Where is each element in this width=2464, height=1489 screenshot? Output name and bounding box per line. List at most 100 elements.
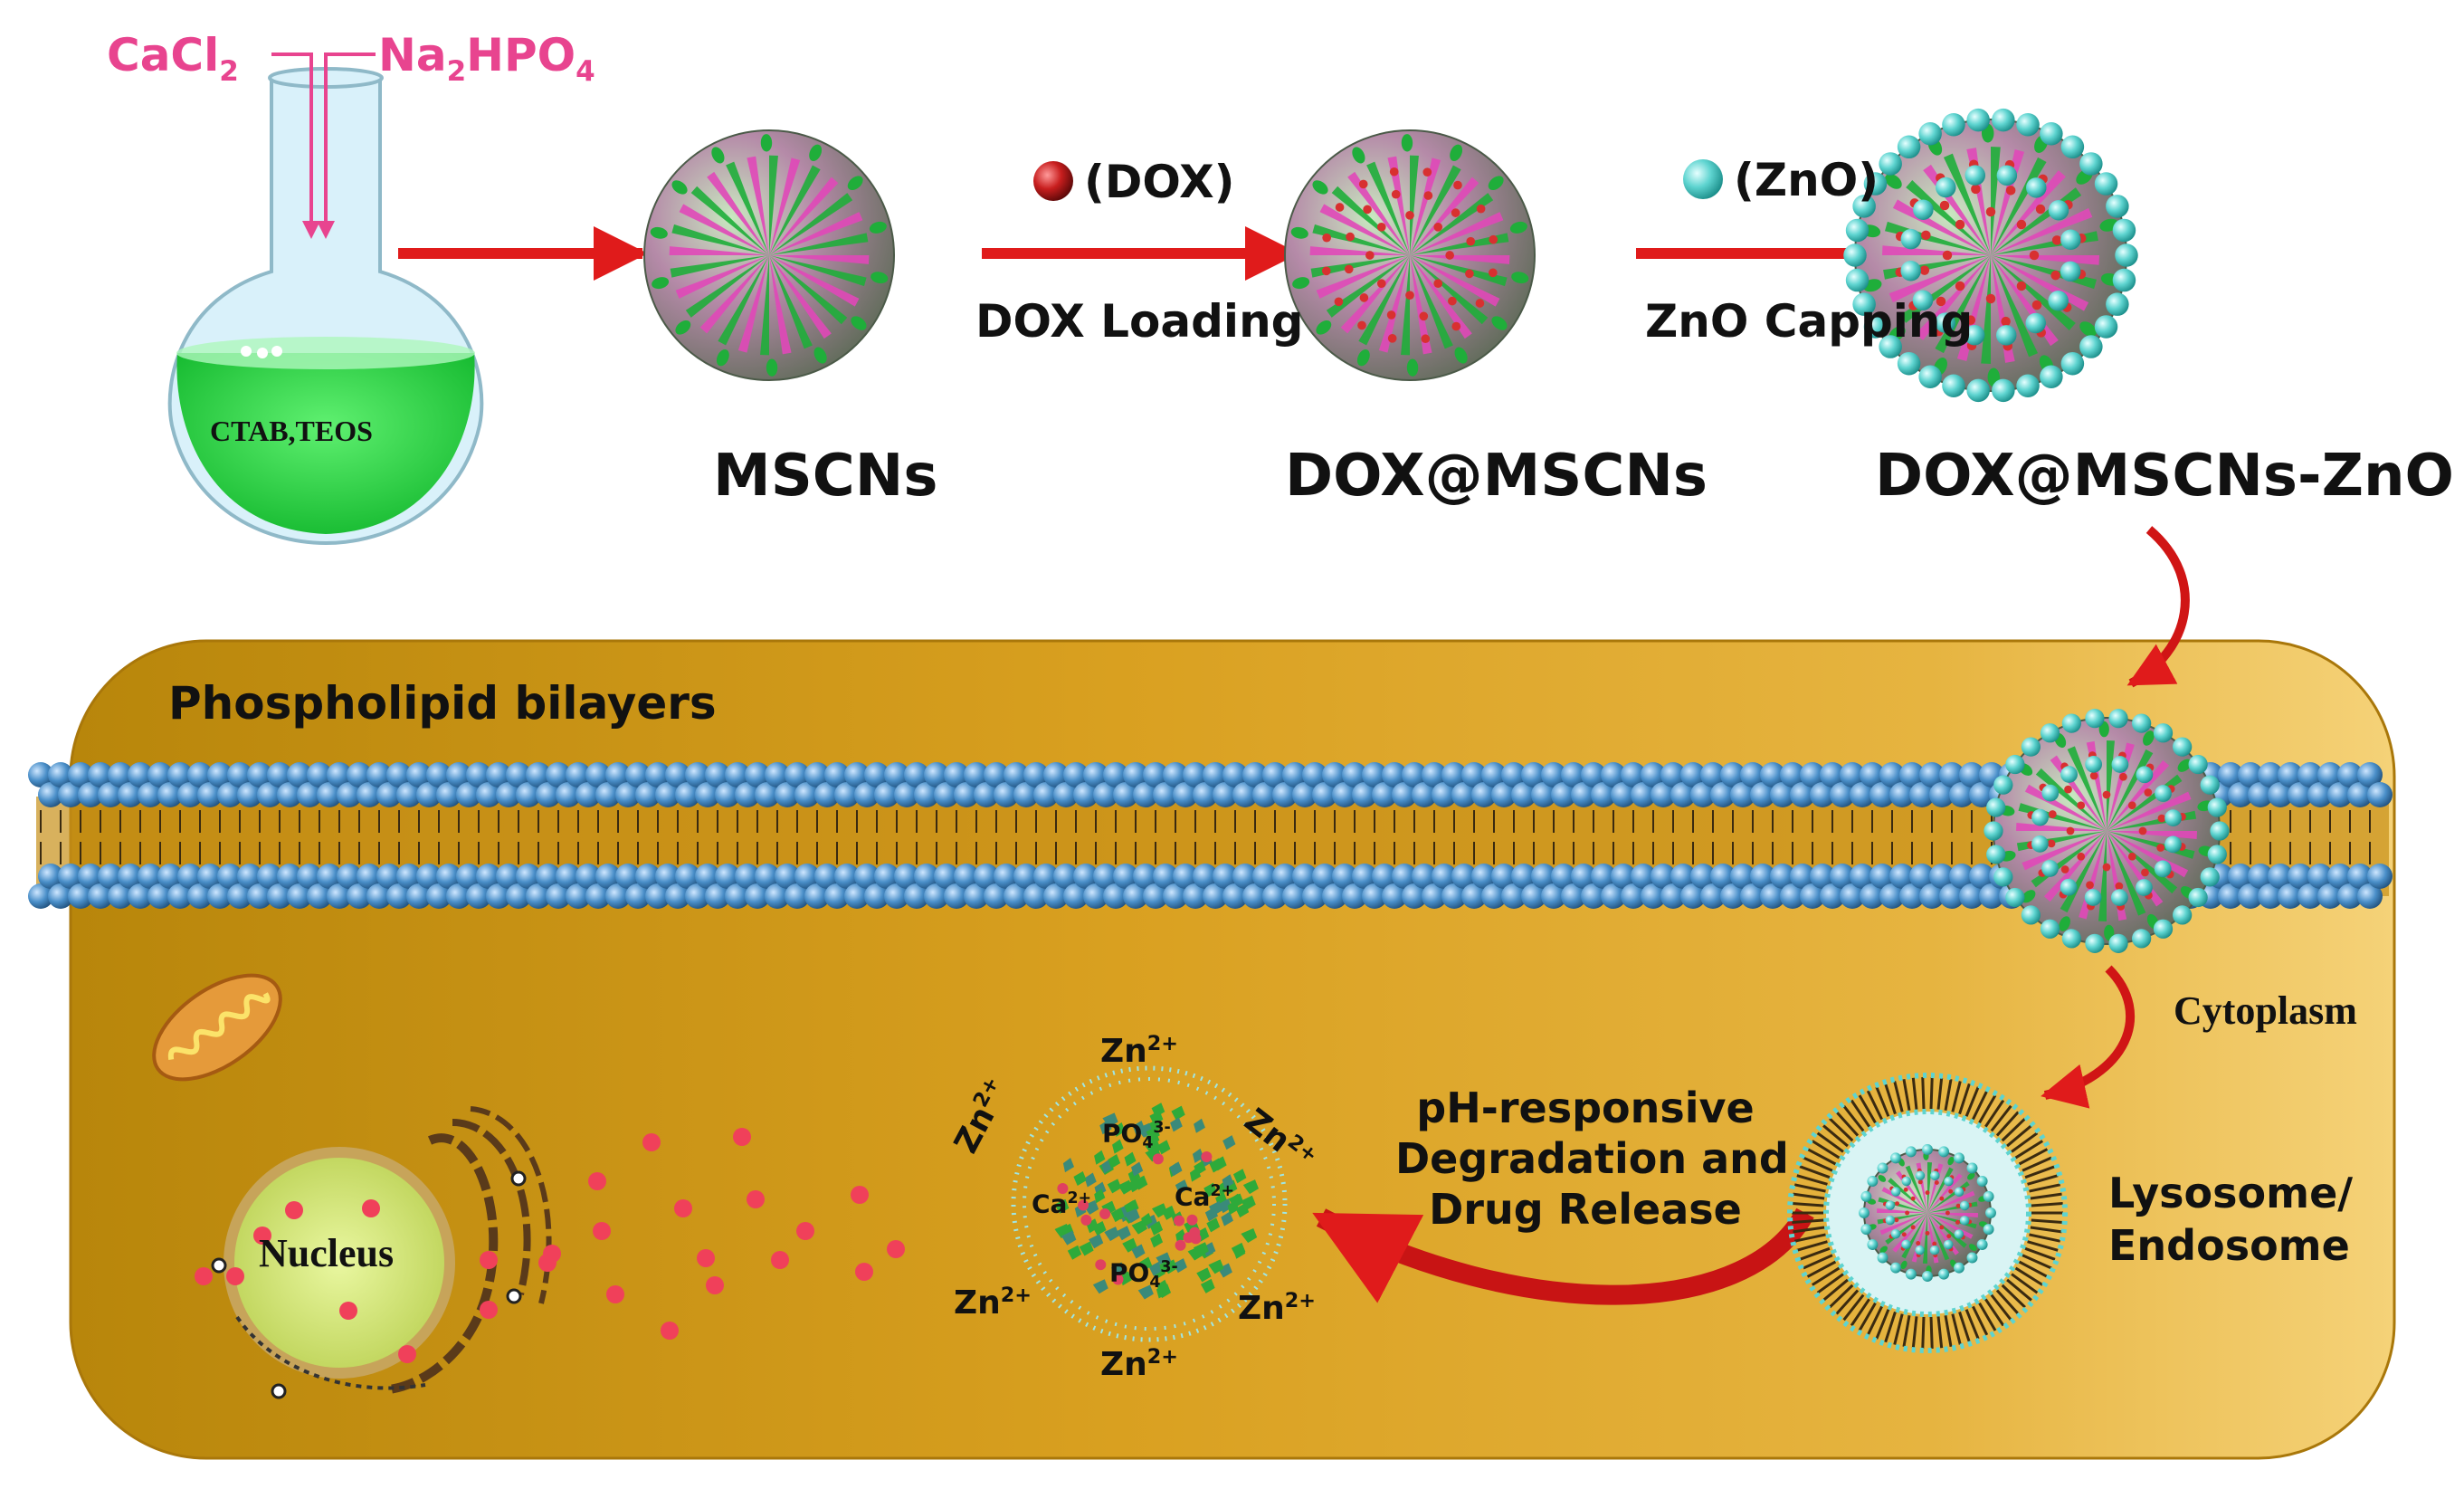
- lipid-head: [2357, 883, 2383, 909]
- lipid-head: [635, 864, 661, 889]
- lipid-head: [715, 864, 740, 889]
- lipid-head: [1043, 762, 1069, 787]
- lipid-head: [1432, 782, 1457, 807]
- lipid-head: [705, 883, 730, 909]
- lipid-head: [1720, 762, 1746, 787]
- lipid-head: [655, 782, 680, 807]
- lipid-head: [1252, 782, 1278, 807]
- flask-icon: [167, 67, 484, 546]
- lipid-head: [48, 762, 73, 787]
- lipid-head: [2258, 883, 2283, 909]
- lipid-head: [2248, 782, 2273, 807]
- lipid-head: [1004, 883, 1029, 909]
- lipid-head: [864, 762, 890, 787]
- lipid-head: [1402, 762, 1427, 787]
- lipid-head: [1203, 883, 1228, 909]
- lipid-head: [1033, 782, 1059, 807]
- lipid-head: [307, 883, 332, 909]
- lipid-head: [1770, 782, 1795, 807]
- lipid-head: [1830, 782, 1855, 807]
- lipid-head: [546, 762, 571, 787]
- lipid-head: [237, 864, 262, 889]
- lipid-head: [1929, 782, 1955, 807]
- lipid-head: [1879, 883, 1905, 909]
- lipid-head: [207, 883, 233, 909]
- lipid-head: [187, 762, 213, 787]
- lipid-head: [526, 883, 551, 909]
- lipid-head: [357, 782, 382, 807]
- lipid-head: [58, 782, 83, 807]
- lipid-head: [128, 762, 153, 787]
- lipid-head: [984, 883, 1009, 909]
- lipid-head: [2218, 883, 2243, 909]
- lipid-head: [1362, 883, 1387, 909]
- lipid-head: [1422, 883, 1447, 909]
- lipid-head: [1053, 864, 1079, 889]
- dox-legend-ball: [1033, 161, 1073, 201]
- lipid-head: [1163, 883, 1188, 909]
- lipid-head: [1501, 883, 1527, 909]
- lipid-head: [1869, 782, 1895, 807]
- dox-drug-dot: [593, 1222, 611, 1240]
- dox-drug-dot: [226, 1267, 244, 1285]
- lipid-head: [1899, 883, 1925, 909]
- lipid-head: [1551, 864, 1576, 889]
- lipid-head: [476, 782, 501, 807]
- lipid-head: [217, 864, 243, 889]
- lipid-head: [506, 883, 531, 909]
- lipid-head: [2288, 782, 2313, 807]
- lipid-head: [1382, 883, 1407, 909]
- lipid-head: [1043, 883, 1069, 909]
- zn-ion-lower-right: Zn2+: [1238, 1289, 1316, 1327]
- lipid-head: [1979, 883, 2004, 909]
- dox-drug-dot: [706, 1276, 724, 1294]
- lipid-head: [38, 782, 63, 807]
- lipid-head: [1680, 762, 1706, 787]
- lipid-head: [735, 782, 760, 807]
- release-label-line1: pH-responsive: [1416, 1083, 1755, 1132]
- lipid-head: [1133, 782, 1158, 807]
- lipid-head: [864, 883, 890, 909]
- lipid-head: [108, 883, 133, 909]
- lipid-head: [1601, 762, 1626, 787]
- lipid-head: [1143, 883, 1168, 909]
- lipid-head: [934, 864, 959, 889]
- lipid-head: [257, 864, 282, 889]
- ca-ion-left: Ca2+: [1032, 1188, 1092, 1219]
- lipid-head: [1581, 883, 1606, 909]
- lipid-head: [844, 762, 870, 787]
- lipid-head: [1033, 864, 1059, 889]
- dox-drug-dot: [855, 1263, 873, 1281]
- lipid-head: [1820, 762, 1845, 787]
- lipid-head: [2347, 782, 2373, 807]
- lipid-head: [775, 782, 800, 807]
- lipid-head: [1810, 782, 1835, 807]
- lipid-head: [436, 782, 461, 807]
- lipid-head: [1929, 864, 1955, 889]
- lipid-head: [108, 762, 133, 787]
- lipid-head: [1521, 762, 1546, 787]
- lipid-head: [386, 762, 412, 787]
- lipid-head: [1750, 864, 1775, 889]
- lipid-head: [466, 883, 491, 909]
- dox-drug-dot: [480, 1301, 498, 1319]
- lipid-head: [1422, 762, 1447, 787]
- lipid-head: [456, 864, 481, 889]
- cytoplasm-label: Cytoplasm: [2174, 988, 2357, 1033]
- lipid-head: [2357, 762, 2383, 787]
- lipid-head: [566, 883, 591, 909]
- lipid-head: [2288, 864, 2313, 889]
- dox-drug-dot: [771, 1251, 789, 1269]
- lipid-head: [2228, 864, 2253, 889]
- lipid-head: [466, 762, 491, 787]
- lipid-head: [357, 864, 382, 889]
- lipid-head: [954, 864, 979, 889]
- lipid-head: [98, 782, 123, 807]
- lipid-head: [1432, 864, 1457, 889]
- dox-mscns-label: DOX@MSCNs: [1285, 443, 1708, 510]
- lipid-head: [1153, 782, 1178, 807]
- lipid-head: [675, 782, 700, 807]
- lipid-head: [327, 762, 352, 787]
- lipid-head: [247, 883, 272, 909]
- lipid-head: [1441, 762, 1467, 787]
